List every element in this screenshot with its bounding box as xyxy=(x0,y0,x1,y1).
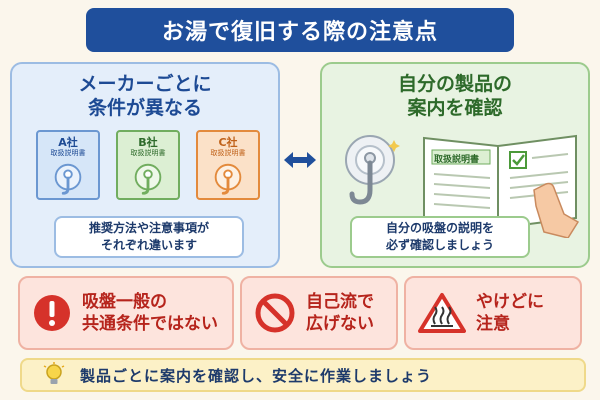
double-arrow-icon xyxy=(284,152,316,168)
book-c-sub: 取扱説明書 xyxy=(210,149,246,157)
page-title: お湯で復旧する際の注意点 xyxy=(86,8,514,52)
lightbulb-icon xyxy=(43,362,65,384)
manual-book-a: A社 取扱説明書 xyxy=(36,130,100,200)
book-b-label: B社 xyxy=(138,136,158,149)
manual-book-b: B社 取扱説明書 xyxy=(116,130,180,200)
heading-line-2: 案内を確認 xyxy=(407,97,503,119)
check-own-manual-heading: 自分の製品の 案内を確認 xyxy=(322,72,588,120)
warning-no-self-method: 自己流で 広げない xyxy=(240,276,398,350)
maker-differences-note: 推奨方法や注意事項が それぞれ違います xyxy=(54,216,244,258)
book-b-sub: 取扱説明書 xyxy=(130,149,166,157)
bottom-tip-text: 製品ごとに案内を確認し、安全に作業しましょう xyxy=(80,366,433,385)
note-line-1: 推奨方法や注意事項が xyxy=(88,221,209,235)
note-line-2: それぞれ違います xyxy=(100,238,197,252)
maker-differences-heading: メーカーごとに 条件が異なる xyxy=(12,72,278,120)
check-own-manual-panel: 自分の製品の 案内を確認 取扱説明書 自分の吸盤の説明を 必ず確認しましょう xyxy=(320,62,590,268)
maker-differences-panel: メーカーごとに 条件が異なる A社 取扱説明書 B社 取扱説明書 C社 取扱説明… xyxy=(10,62,280,268)
bottom-tip-bar: 製品ごとに案内を確認し、安全に作業しましょう xyxy=(20,358,586,392)
note-line-2: 必ず確認しましょう xyxy=(385,238,494,252)
warning-line-1: 吸盤一般の xyxy=(82,292,167,312)
hot-warning-icon xyxy=(418,293,466,333)
suction-cup-icon xyxy=(54,163,82,195)
manual-book-c: C社 取扱説明書 xyxy=(196,130,260,200)
warning-line-1: やけどに xyxy=(476,292,544,312)
suction-cup-icon xyxy=(134,163,162,195)
heading-line-1: メーカーごとに xyxy=(78,73,212,95)
warning-line-2: 広げない xyxy=(306,314,374,334)
book-a-sub: 取扱説明書 xyxy=(50,149,86,157)
check-own-manual-note: 自分の吸盤の説明を 必ず確認しましょう xyxy=(350,216,530,258)
heading-line-2: 条件が異なる xyxy=(87,97,202,119)
suction-cup-icon xyxy=(214,163,242,195)
warning-line-2: 注意 xyxy=(476,314,510,334)
warning-line-1: 自己流で xyxy=(306,292,374,312)
book-a-label: A社 xyxy=(58,136,78,149)
warning-not-universal: 吸盤一般の 共通条件ではない xyxy=(18,276,234,350)
suction-hook-icon xyxy=(345,135,400,205)
heading-line-1: 自分の製品の xyxy=(397,73,512,95)
exclamation-icon xyxy=(34,295,70,331)
manual-books-group: A社 取扱説明書 B社 取扱説明書 C社 取扱説明書 xyxy=(36,130,262,202)
warning-line-2: 共通条件ではない xyxy=(82,314,218,334)
warning-burn-caution: やけどに 注意 xyxy=(404,276,582,350)
prohibited-icon xyxy=(255,293,295,333)
open-manual-icon xyxy=(423,134,580,238)
manual-label: 取扱説明書 xyxy=(434,155,480,165)
book-c-label: C社 xyxy=(218,136,238,149)
note-line-1: 自分の吸盤の説明を xyxy=(385,221,494,235)
